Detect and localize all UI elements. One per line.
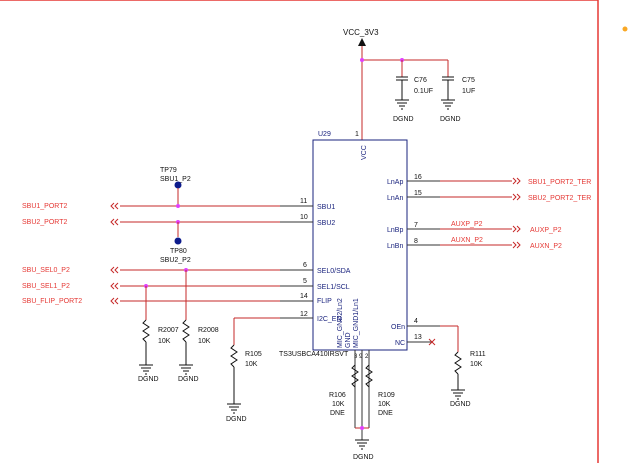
net-sbu2-port2-ter: SBU2_PORT2_TER xyxy=(528,195,591,202)
resistor-r2007: R2007 10K DGND xyxy=(138,284,179,383)
resistor-r109: R109 10K DNE xyxy=(365,364,395,417)
net-sbu2-port2: SBU2_PORT2 xyxy=(22,219,67,226)
c75-value: 1UF xyxy=(462,88,475,95)
pin-num-2: 2 xyxy=(365,354,369,360)
wire-label-auxn-p2: AUXN_P2 xyxy=(451,237,483,244)
chip-u29: U29 1 VCC TS3USBCA410IRSVT SBU1 SBU2 SEL… xyxy=(279,131,422,360)
net-sbu1-port2: SBU1_PORT2 xyxy=(22,203,67,210)
r111-value: 10K xyxy=(470,361,483,368)
pin-label-lnbn: LnBn xyxy=(387,243,403,250)
chip-ref: U29 xyxy=(318,131,331,138)
ground-symbol-icon xyxy=(355,439,369,450)
resistor-r106: R106 10K DNE xyxy=(329,364,359,417)
pin-label-flip: FLIP xyxy=(317,298,332,305)
pin-num-10: 10 xyxy=(300,214,308,221)
r2007-gnd: DGND xyxy=(138,376,159,383)
r105-gnd: DGND xyxy=(226,416,247,423)
pin-label-oen: OEn xyxy=(391,324,405,331)
resistor-r105: R105 10K DGND xyxy=(226,318,262,423)
marker-dot xyxy=(622,26,628,32)
r109-value: 10K xyxy=(378,401,391,408)
pin-num-5: 5 xyxy=(303,278,307,285)
pin-num-12: 12 xyxy=(300,311,308,318)
pin-num-15: 15 xyxy=(414,190,422,197)
pin-label-nc: NC xyxy=(395,340,405,347)
r2007-ref: R2007 xyxy=(158,327,179,334)
c75-gnd: DGND xyxy=(440,116,461,123)
r109-note: DNE xyxy=(378,410,393,417)
pin-label-lnap: LnAp xyxy=(387,179,403,186)
pin-num-11: 11 xyxy=(300,198,307,205)
c76-value: 0.1UF xyxy=(414,88,433,95)
pin-label-mic-gnd1: MIC_GND1/Ln1 xyxy=(353,298,360,348)
tp79-net: SBU1_P2 xyxy=(160,176,191,183)
r106-note: DNE xyxy=(330,410,345,417)
pin-num-16: 16 xyxy=(414,174,422,181)
bottom-gnd-label: DGND xyxy=(353,454,374,461)
port-arrow-icon xyxy=(512,177,521,249)
wire-label-auxp-p2: AUXP_P2 xyxy=(451,221,483,228)
pin-label-sel0: SEL0/SDA xyxy=(317,268,351,275)
r2008-ref: R2008 xyxy=(198,327,219,334)
resistor-r2008: R2008 10K DGND xyxy=(178,268,219,383)
pin-num-7: 7 xyxy=(414,222,418,229)
pin-num-3: 3 xyxy=(354,354,358,360)
pin-label-i2c-en: I2C_EN xyxy=(317,316,342,323)
testpoint-tp79: TP79 SBU1_P2 xyxy=(160,167,191,208)
vcc-rail-label: VCC_3V3 xyxy=(343,28,379,37)
net-sbu1-port2-ter: SBU1_PORT2_TER xyxy=(528,179,591,186)
r105-value: 10K xyxy=(245,361,258,368)
tp80-ref: TP80 xyxy=(170,248,187,255)
r2007-value: 10K xyxy=(158,338,171,345)
capacitor-c76: C76 0.1UF DGND xyxy=(393,60,433,123)
r111-gnd: DGND xyxy=(450,401,471,408)
pin-num-8: 8 xyxy=(414,238,418,245)
pin-label-gnd: GND xyxy=(345,332,352,348)
pin-label-sel1: SEL1/SCL xyxy=(317,284,350,291)
no-connect-icon xyxy=(428,338,436,346)
vcc-arrow-icon xyxy=(358,38,366,46)
c76-ref: C76 xyxy=(414,77,427,84)
pin-num-4: 4 xyxy=(414,318,418,325)
net-sbu-flip-port2: SBU_FLIP_PORT2 xyxy=(22,298,82,305)
resistor-r111: R111 10K DGND xyxy=(407,325,486,408)
pin-label-sbu1: SBU1 xyxy=(317,204,335,211)
pin-label-sbu2: SBU2 xyxy=(317,220,335,227)
sheet-border xyxy=(0,0,599,463)
r106-ref: R106 xyxy=(329,392,346,399)
port-arrow-icon xyxy=(110,202,119,305)
r109-ref: R109 xyxy=(378,392,395,399)
net-auxp-p2: AUXP_P2 xyxy=(530,227,562,234)
pin-label-lnan: LnAn xyxy=(387,195,403,202)
pin-num-13: 13 xyxy=(414,334,422,341)
r2008-value: 10K xyxy=(198,338,211,345)
tp80-net: SBU2_P2 xyxy=(160,257,191,264)
net-sbu-sel0-p2: SBU_SEL0_P2 xyxy=(22,267,70,274)
pin-label-lnbp: LnBp xyxy=(387,227,403,234)
c76-gnd: DGND xyxy=(393,116,414,123)
chip-vcc-pin-num: 1 xyxy=(355,131,359,138)
capacitor-c75: C75 1UF DGND xyxy=(440,60,475,123)
r105-ref: R105 xyxy=(245,351,262,358)
testpoint-tp80: TP80 SBU2_P2 xyxy=(160,220,191,264)
r2008-gnd: DGND xyxy=(178,376,199,383)
chip-part-number: TS3USBCA410IRSVT xyxy=(279,351,349,358)
net-auxn-p2: AUXN_P2 xyxy=(530,243,562,250)
c75-ref: C75 xyxy=(462,77,475,84)
net-sbu-sel1-p2: SBU_SEL1_P2 xyxy=(22,283,70,290)
pin-label-mic-gnd2: MIC_GND2/Ln2 xyxy=(337,298,344,348)
chip-vcc-label: VCC xyxy=(361,145,368,160)
r106-value: 10K xyxy=(332,401,345,408)
r111-ref: R111 xyxy=(470,351,486,358)
pin-num-14: 14 xyxy=(300,293,308,300)
pin-num-6: 6 xyxy=(303,262,307,269)
tp79-ref: TP79 xyxy=(160,167,177,174)
pin-num-9: 9 xyxy=(359,354,363,360)
